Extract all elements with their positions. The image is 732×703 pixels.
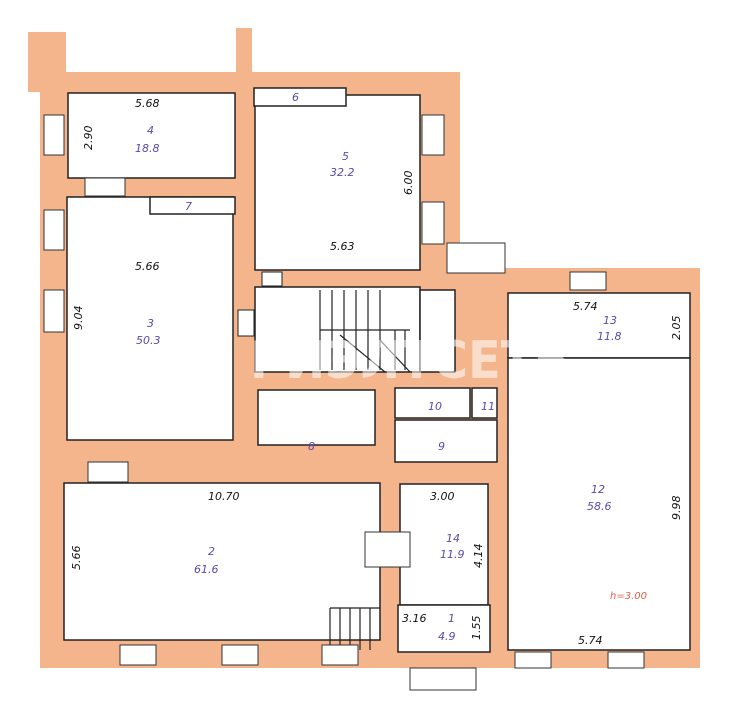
room-3-number: 3 [147, 317, 154, 330]
room-1-area: 4.9 [438, 630, 456, 643]
room-12 [507, 357, 691, 651]
room-11 [471, 387, 498, 419]
dim-r1-width: 3.16 [402, 612, 427, 625]
ceiling-height-note: h=3.00 [610, 591, 647, 602]
dim-r2-height: 5.66 [70, 546, 83, 571]
room-14-number: 14 [446, 532, 460, 545]
dim-r14-height: 4.14 [472, 544, 485, 569]
dim-r14-width: 3.00 [430, 490, 455, 503]
room-12-number: 12 [591, 483, 605, 496]
room-2-area: 61.6 [194, 563, 219, 576]
room-6-number: 6 [292, 91, 299, 104]
room-10-number: 10 [428, 400, 442, 413]
room-6 [253, 87, 347, 107]
room-11-number: 11 [481, 400, 495, 413]
stairs [237, 271, 411, 650]
porches [409, 242, 506, 691]
room-13 [507, 292, 691, 359]
room-7 [149, 196, 236, 215]
dim-r13-width: 5.74 [573, 300, 598, 313]
room-3-area: 50.3 [136, 334, 161, 347]
room-8 [257, 389, 376, 446]
dim-r5-width: 5.63 [330, 240, 355, 253]
dim-r1-height: 1.55 [470, 616, 483, 641]
room-7-number: 7 [185, 200, 192, 213]
dim-r3-height: 9.04 [72, 306, 85, 331]
room-1-number: 1 [448, 612, 455, 625]
room-14 [399, 483, 489, 606]
room-4 [67, 92, 236, 179]
rooms [63, 87, 691, 653]
room-2-number: 2 [208, 545, 215, 558]
room-14-area: 11.9 [440, 548, 465, 561]
room-5 [254, 94, 421, 271]
room-3 [66, 196, 234, 441]
room-2 [63, 482, 381, 641]
room-13-area: 11.8 [597, 330, 622, 343]
room-9 [394, 419, 498, 463]
room-4-number: 4 [147, 124, 154, 137]
dim-r4-height: 2.90 [82, 126, 95, 151]
room-1 [397, 604, 491, 653]
room-10 [394, 387, 471, 419]
room-5-number: 5 [342, 150, 349, 163]
room-4-area: 18.8 [135, 142, 160, 155]
room-8-number: 8 [308, 440, 315, 453]
dim-r3-width: 5.66 [135, 260, 160, 273]
dim-r4-width: 5.68 [135, 97, 160, 110]
room-5-area: 32.2 [330, 166, 355, 179]
labels: 4 18.8 5 32.2 6 7 3 50.3 8 9 10 11 13 11… [70, 91, 683, 647]
watermark: РИЭЛТСЕТЬ [250, 331, 570, 391]
room-9-number: 9 [438, 440, 445, 453]
room-12-area: 58.6 [587, 500, 612, 513]
dim-r5-height: 6.00 [402, 171, 415, 196]
windows [43, 114, 645, 669]
dim-r12-width: 5.74 [578, 634, 603, 647]
dim-r2-width: 10.70 [208, 490, 240, 503]
dim-r12-height: 9.98 [670, 496, 683, 521]
room-13-number: 13 [603, 314, 617, 327]
dim-r13-height: 2.05 [670, 316, 683, 341]
